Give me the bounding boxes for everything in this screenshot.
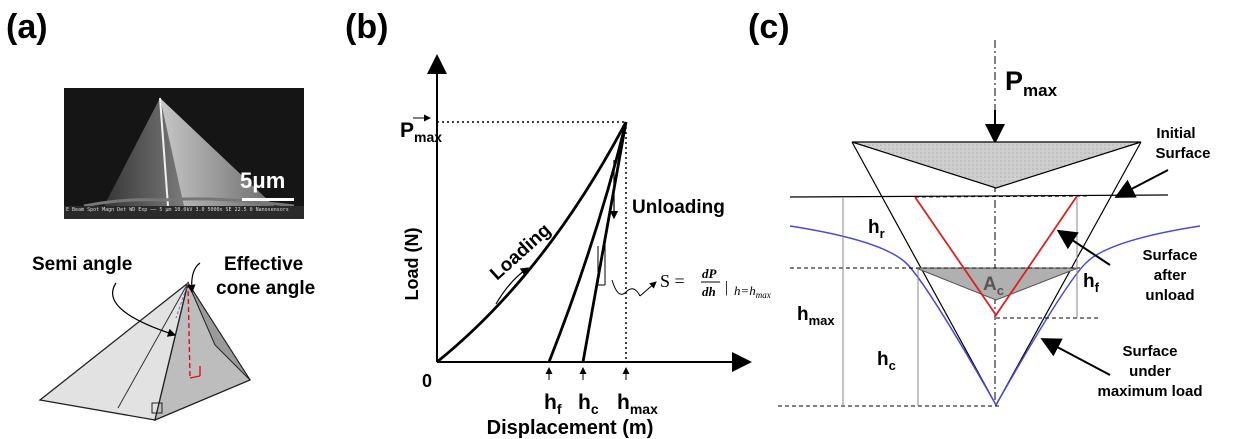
hmax-tick-label: hmax [617,391,658,417]
ac-label: Ac [983,274,1004,298]
initial-surface-label-1: Initial [1156,125,1195,142]
loading-label: Loading [486,220,555,285]
svg-text:|: | [725,279,728,296]
max-load-label-3: maximum load [1097,383,1202,400]
panel-c-label: (c) [748,8,790,46]
svg-text:dP: dP [702,266,718,281]
y-axis-label: Load (N) [402,228,422,301]
c-hf-label: hf [1083,271,1100,295]
c-hmax-label: hmax [797,304,835,328]
hr-label: hr [868,217,885,241]
indenter-tip-image [64,88,304,219]
unloading-curve-1 [547,121,628,363]
svg-text:h=hmax: h=hmax [734,283,771,300]
initial-surface-label-2: Surface [1155,145,1210,162]
semi-angle-label: Semi angle [32,254,133,275]
unloaded-surface-profile [914,195,1078,317]
loading-arrow [495,267,529,305]
after-unload-label-2: after [1154,267,1187,284]
svg-text:S =: S = [660,271,685,291]
after-unload-label-3: unload [1145,287,1194,304]
hf-tick-label: hf [544,391,562,417]
origin-label: 0 [422,371,432,391]
unloading-curve-2 [581,121,628,363]
pmax-label: Pmax [400,119,442,145]
semi-angle-arrow [112,282,177,337]
stiffness-equation: S = dP dh | h=hmax [660,266,771,300]
hc-tick-label: hc [578,391,599,417]
panel-b-label: (b) [345,8,389,46]
load-displacement-plot [413,54,752,380]
loading-curve [436,121,628,364]
pyramid-schematic [38,281,251,422]
max-load-label-2: under [1129,363,1171,380]
initial-surface-line [789,194,1169,198]
contact-area [915,267,1079,301]
indentation-cross-section [778,40,1201,407]
indenter-body [851,141,1142,189]
panel-a-label: (a) [6,8,48,46]
c-hc-label: hc [877,349,896,373]
max-load-label-1: Surface [1122,343,1177,360]
x-axis-label: Displacement (m) [487,417,654,439]
unloading-label: Unloading [632,197,725,218]
sem-info-footer: E Beam Spot Magn Det WD Exp ── 5 μm 10.0… [66,207,289,213]
sem-micrograph: 5μm E Beam Spot Magn Det WD Exp ── 5 μm … [64,88,304,219]
c-pmax-label: Pmax [1005,66,1058,100]
effective-cone-angle-label-1: Effective [224,254,304,275]
svg-text:dh: dh [702,284,716,299]
loaded-surface-profile [789,225,1201,407]
cone-angle-arrow [187,262,201,294]
after-unload-label-1: Surface [1142,247,1197,264]
effective-cone-angle-label-2: cone angle [216,278,316,299]
scale-bar-label: 5μm [240,168,286,193]
